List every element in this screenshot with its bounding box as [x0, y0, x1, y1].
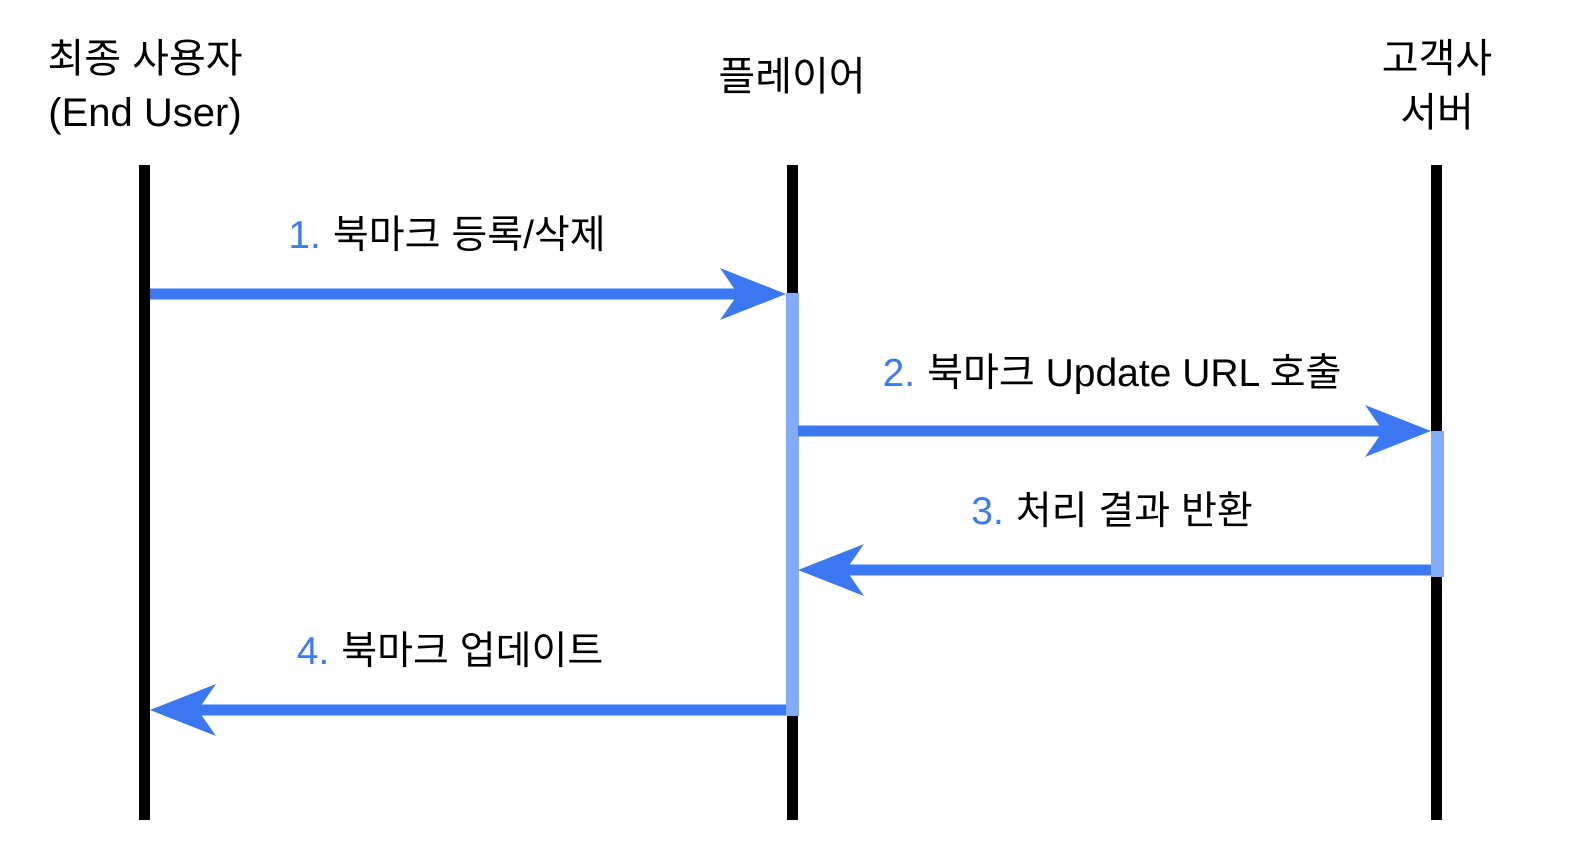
message-number: 3. — [971, 490, 1004, 533]
message-label-1: 1. 북마크 등록/삭제 — [288, 212, 605, 260]
arrow-message-4 — [150, 684, 786, 736]
actor-name-line: 서버 — [1400, 91, 1474, 135]
arrowhead-left-icon — [150, 684, 216, 736]
actor-name-line: 고객사 — [1381, 37, 1493, 81]
message-label-2: 2. 북마크 Update URL 호출 — [883, 350, 1342, 398]
arrow-shaft — [150, 288, 742, 300]
actor-label-end-user: 최종 사용자 (End User) — [47, 32, 242, 140]
arrow-shaft — [195, 704, 786, 716]
activation-bar-customer-server — [1431, 431, 1444, 577]
message-label-3: 3. 처리 결과 반환 — [971, 488, 1252, 536]
arrow-message-2 — [798, 405, 1431, 457]
arrow-message-1 — [150, 268, 786, 320]
arrow-shaft — [843, 564, 1431, 576]
message-label-4: 4. 북마크 업데이트 — [297, 628, 604, 676]
actor-name-line: 플레이어 — [718, 55, 866, 99]
arrowhead-left-icon — [798, 544, 864, 596]
actor-name-line: 최종 사용자 — [47, 37, 243, 81]
message-text: 북마크 업데이트 — [341, 630, 604, 673]
arrowhead-right-icon — [1365, 405, 1431, 457]
actor-label-player: 플레이어 — [718, 50, 865, 104]
arrow-message-3 — [798, 544, 1431, 596]
message-number: 2. — [882, 352, 916, 395]
message-number: 1. — [288, 214, 321, 257]
activation-bar-player — [786, 293, 799, 716]
message-number: 4. — [296, 630, 330, 673]
lifeline-end-user — [139, 165, 150, 820]
message-text: 북마크 등록/삭제 — [332, 214, 606, 257]
arrowhead-right-icon — [720, 268, 786, 320]
arrow-shaft — [798, 425, 1386, 437]
actor-name-line: (End User) — [48, 91, 242, 135]
message-text: 처리 결과 반환 — [1015, 490, 1253, 533]
message-text: 북마크 Update URL 호출 — [927, 352, 1342, 395]
actor-label-customer-server: 고객사 서버 — [1382, 32, 1492, 140]
